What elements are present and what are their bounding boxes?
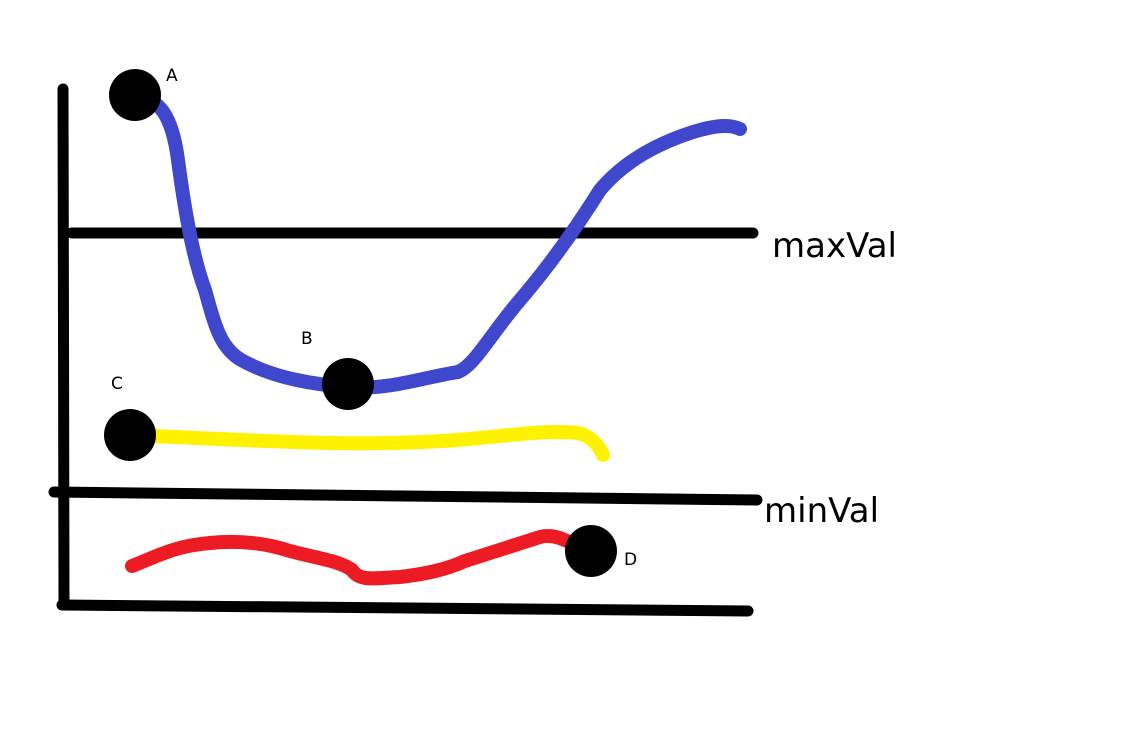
point-a-label: A [166,66,178,86]
baseline-x-axis [56,599,754,617]
point-c-label: C [111,374,123,394]
red-curve [125,529,597,586]
min-value-label: minVal [764,491,879,531]
yellow-curve [125,424,610,462]
min-value-line [48,486,763,506]
point-b [322,358,374,410]
blue-curve [128,87,747,395]
y-axis [57,83,70,611]
max-value-label: maxVal [772,226,897,266]
point-c [104,409,156,461]
point-b-label: B [301,329,313,349]
point-d-label: D [624,550,637,570]
point-d [565,525,617,577]
point-a [109,69,161,121]
